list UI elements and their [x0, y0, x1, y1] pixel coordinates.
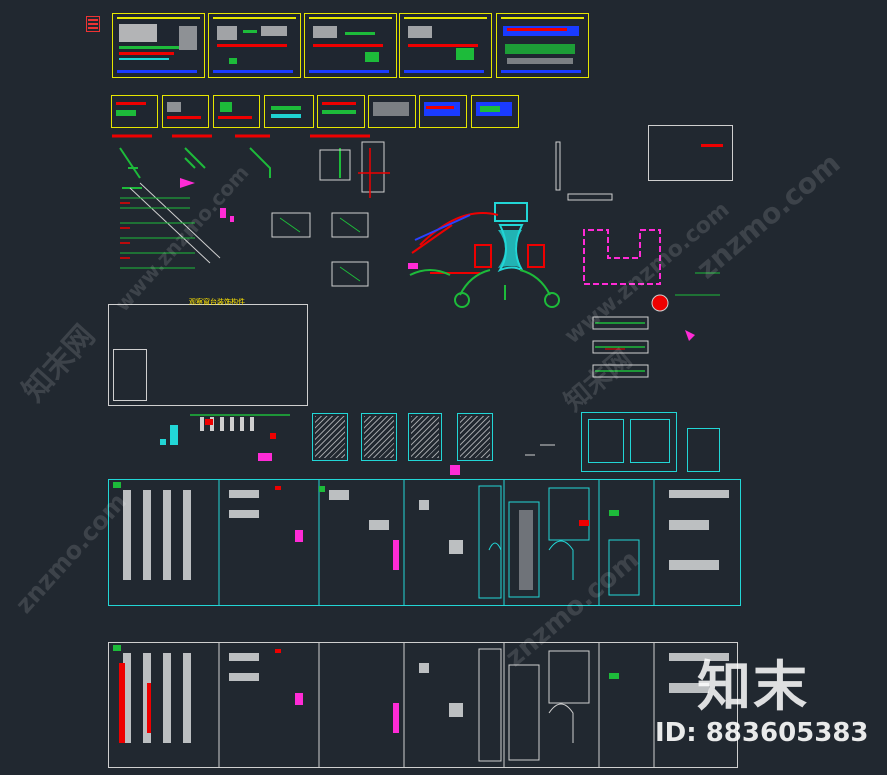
drawing-sheet-9[interactable]: [264, 95, 314, 128]
note-sheet-3[interactable]: [408, 413, 442, 461]
drawing-sheet-11[interactable]: [368, 95, 416, 128]
ornate-leg-elevation[interactable]: [400, 185, 590, 315]
node-details-sheet[interactable]: 观察窗台装饰构件: [108, 298, 308, 406]
drawing-sheet-3[interactable]: [304, 13, 397, 78]
rail-details[interactable]: [585, 265, 730, 385]
note-sheet-1[interactable]: [312, 413, 348, 461]
profile-outline[interactable]: [578, 222, 668, 292]
drawing-sheet-12[interactable]: [419, 95, 467, 128]
znzmo-logo-text: 知末: [697, 655, 809, 718]
note-sheet-2[interactable]: [361, 413, 397, 461]
cyan-detail-sheet[interactable]: [581, 412, 677, 472]
hardware-components[interactable]: [130, 405, 570, 480]
drawing-sheet-6[interactable]: [111, 95, 158, 128]
drawing-sheet-13[interactable]: [471, 95, 519, 128]
drawing-sheet-8[interactable]: [213, 95, 260, 128]
layer-icon[interactable]: [86, 16, 100, 32]
note-sheet-4[interactable]: [457, 413, 493, 461]
construction-details-sheet-2[interactable]: [108, 642, 738, 768]
sheet-title: 观察窗台装饰构件: [189, 298, 245, 306]
drawing-sheet-5[interactable]: [496, 13, 589, 78]
stair-detail-drawings[interactable]: [100, 128, 430, 298]
drawing-sheet-10[interactable]: [317, 95, 365, 128]
section-detail[interactable]: [548, 140, 628, 205]
cyan-detail-small[interactable]: [687, 428, 720, 472]
legend-sheet[interactable]: [648, 125, 733, 181]
drawing-sheet-7[interactable]: [162, 95, 209, 128]
drawing-sheet-4[interactable]: [399, 13, 492, 78]
drawing-sheet-2[interactable]: [208, 13, 301, 78]
drawing-sheet-1[interactable]: [112, 13, 205, 78]
asset-id: ID: 883605383: [655, 718, 869, 748]
construction-details-sheet-1[interactable]: [108, 479, 741, 606]
watermark-brand-1: 知末网: [15, 318, 103, 409]
